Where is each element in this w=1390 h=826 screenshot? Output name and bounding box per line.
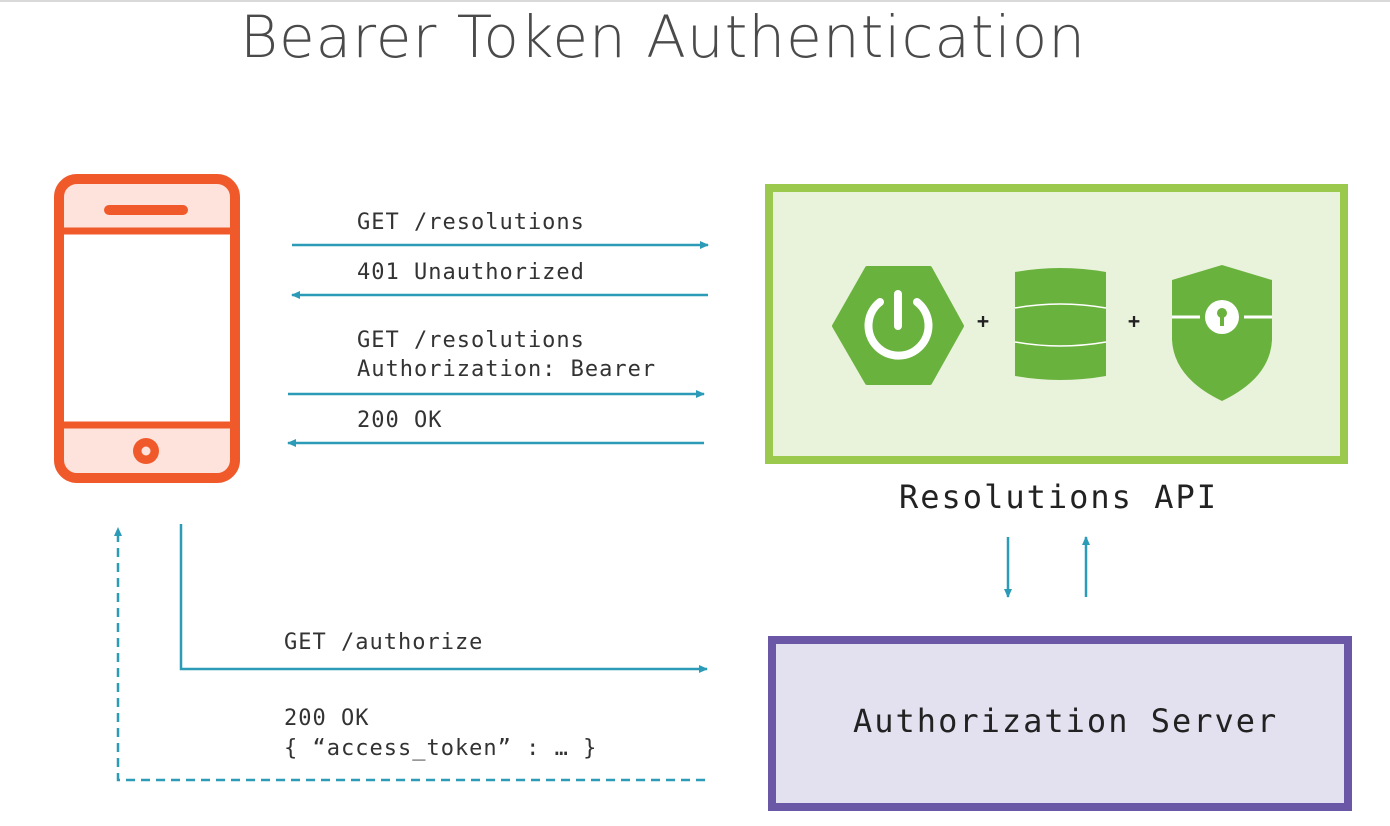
slide-title: Bearer Token Authentication bbox=[240, 3, 1086, 71]
msg-get-resolutions-2: GET /resolutions bbox=[357, 328, 585, 353]
resolutions-api-label: Resolutions API bbox=[899, 478, 1218, 516]
authorization-server-box bbox=[768, 636, 1352, 811]
security-shield-icon bbox=[1172, 265, 1272, 401]
api-plus-2: + bbox=[1128, 309, 1143, 333]
msg-authorization-bearer: Authorization: Bearer bbox=[357, 357, 657, 382]
api-plus-1: + bbox=[977, 309, 992, 333]
spring-power-icon bbox=[832, 266, 964, 385]
msg-401-unauthorized: 401 Unauthorized bbox=[357, 260, 585, 285]
msg-auth-200-ok: 200 OK bbox=[284, 706, 370, 731]
top-divider bbox=[0, 0, 1390, 2]
msg-get-authorize: GET /authorize bbox=[284, 630, 484, 655]
msg-200-ok: 200 OK bbox=[357, 408, 443, 433]
database-icon bbox=[1014, 268, 1107, 380]
smartphone-icon bbox=[54, 174, 240, 483]
authorization-server-label: Authorization Server bbox=[853, 702, 1279, 740]
msg-get-resolutions: GET /resolutions bbox=[357, 210, 585, 235]
arrow-access-token-response bbox=[114, 527, 705, 782]
arrow-get-authorize bbox=[179, 524, 708, 673]
msg-access-token: { “access_token” : … } bbox=[284, 736, 598, 761]
